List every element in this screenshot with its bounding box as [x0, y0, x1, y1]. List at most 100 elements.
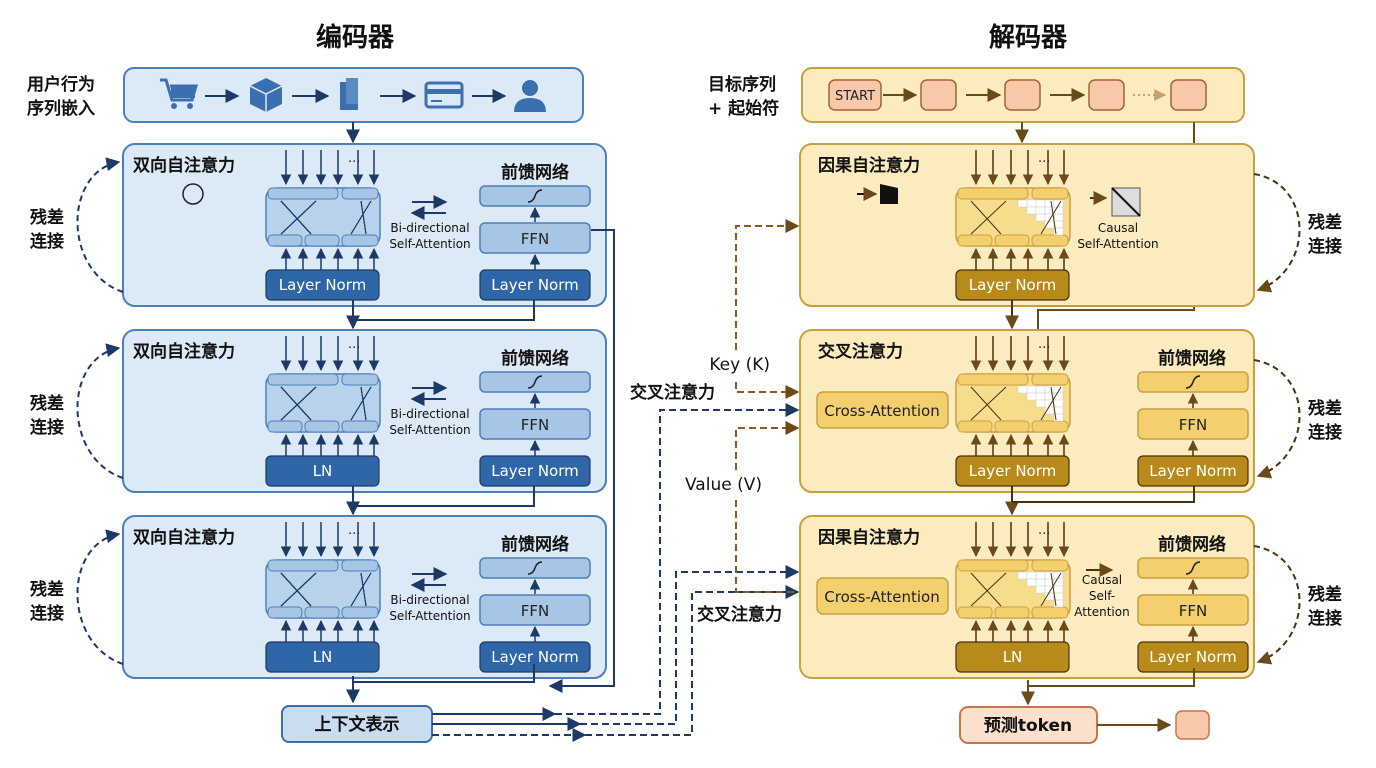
sigmoid-icon: [527, 189, 543, 203]
query-cells: [267, 373, 339, 386]
mask-cell: [1035, 213, 1046, 222]
encoder-input-label-1: 用户行为: [27, 74, 95, 95]
ffn-box: [479, 408, 591, 440]
ffn-box: [479, 594, 591, 626]
ellipsis: ...: [1038, 523, 1050, 538]
residual-connection-arrow: [1253, 359, 1301, 479]
mask-cell: [1017, 571, 1028, 580]
query-cells: [341, 559, 379, 572]
block-title: 双向自注意力: [133, 341, 235, 362]
ffn-label: FFN: [521, 416, 549, 434]
key-cells: [1031, 606, 1069, 619]
layer-norm-ffn-label: Layer Norm: [1149, 462, 1237, 480]
layer-norm-label: LN: [1003, 648, 1023, 666]
flow-line: [1028, 668, 1195, 687]
key-label: Key (K): [709, 355, 770, 375]
layer-norm-ffn-label: Layer Norm: [491, 462, 579, 480]
cross-attention-box: [816, 577, 949, 615]
mask-cell: [1026, 392, 1037, 401]
residual-connection-arrow: [76, 157, 124, 293]
target-token: [920, 79, 957, 111]
target-token: [1004, 79, 1041, 111]
query-cells: [957, 559, 1029, 572]
mask-cell: [1035, 385, 1046, 394]
attention-edge: [360, 386, 367, 421]
target-token: [1170, 79, 1207, 111]
decoder-input-label-2: + 起始符: [708, 98, 779, 119]
attention-edge: [970, 386, 1007, 421]
cross-attention-box: [816, 391, 949, 429]
mask-cell: [1026, 571, 1037, 580]
layer-norm-label: LN: [313, 648, 333, 666]
layer-norm-ffn-label: Layer Norm: [491, 648, 579, 666]
layer-norm-label: Layer Norm: [969, 276, 1057, 294]
ffn-title: 前馈网络: [1158, 348, 1226, 369]
ffn-label: FFN: [1179, 416, 1207, 434]
layer-norm-ffn-label: Layer Norm: [1149, 648, 1237, 666]
attention-edge: [1040, 200, 1062, 235]
residual-label: 残差: [1308, 584, 1342, 605]
ellipsis: ...: [1038, 337, 1050, 352]
key-cells: [304, 606, 340, 619]
encoder-block: 双向自注意力...Layer NormBi-directionalSelf-At…: [30, 143, 607, 330]
package-icon: [249, 78, 283, 112]
ffn-box: [479, 222, 591, 254]
mask-cell: [1053, 585, 1064, 594]
attention-edge: [280, 200, 312, 235]
attention-edge: [970, 572, 1007, 607]
attention-edge: [1050, 200, 1057, 235]
mask-cell: [1044, 571, 1055, 580]
key-cells: [341, 234, 379, 247]
cross-attention-label-1: 交叉注意力: [630, 382, 715, 403]
causal-mask-diagonal: [1111, 187, 1141, 217]
predicted-token-label: 预测token: [984, 715, 1072, 736]
query-cells: [1031, 373, 1069, 386]
key-cells: [994, 606, 1030, 619]
residual-connection-arrow: [76, 529, 124, 665]
ffn-box: [1137, 594, 1249, 626]
key-cells: [957, 606, 993, 619]
encoder-bypass-line: [548, 229, 615, 693]
ellipsis: ...: [348, 523, 360, 538]
block-title: 因果自注意力: [818, 155, 920, 176]
block-title: 双向自注意力: [133, 155, 235, 176]
attention-edge: [970, 200, 1007, 235]
key-cells: [267, 606, 303, 619]
residual-label: 连接: [1308, 422, 1342, 443]
sigmoid-icon: [527, 561, 543, 575]
query-cells: [1031, 187, 1069, 200]
attention-edge: [1050, 572, 1057, 607]
residual-label: 连接: [30, 231, 64, 252]
residual-connection-arrow: [1253, 545, 1301, 665]
flow-line: [1012, 486, 1195, 503]
flow-line: [353, 300, 535, 321]
encoder-block: 双向自注意力...LNBi-directionalSelf-Attention前…: [30, 515, 607, 679]
credit-card-icon: [424, 81, 464, 109]
sigmoid-icon: [1185, 375, 1201, 389]
key-cells: [957, 420, 993, 433]
ffn-label: FFN: [1179, 602, 1207, 620]
sigmoid-icon: [1185, 561, 1201, 575]
block-title: 交叉注意力: [818, 341, 903, 362]
ellipsis: ...: [1038, 151, 1050, 166]
mask-cell: [1035, 392, 1046, 401]
cross-attention-label: Cross-Attention: [824, 588, 939, 606]
ellipsis: ...: [348, 151, 360, 166]
layer-norm-label: Layer Norm: [279, 276, 367, 294]
mask-cell: [1044, 199, 1055, 208]
attention-caption: Bi-directional: [390, 407, 469, 421]
mask-cell: [1017, 385, 1028, 394]
attention-caption: Self-Attention: [389, 423, 470, 437]
cross-attention-label-2: 交叉注意力: [697, 604, 782, 625]
mask-cell: [1026, 206, 1037, 215]
mask-cell: [1035, 571, 1046, 580]
attention-caption: Self-Attention: [389, 609, 470, 623]
start-token-label: START: [835, 89, 875, 104]
decoder-input-label-1: 目标序列: [708, 74, 776, 95]
query-cells: [1031, 559, 1069, 572]
cart-icon: [160, 78, 198, 109]
attention-edge: [280, 572, 312, 607]
query-cells: [267, 187, 339, 200]
